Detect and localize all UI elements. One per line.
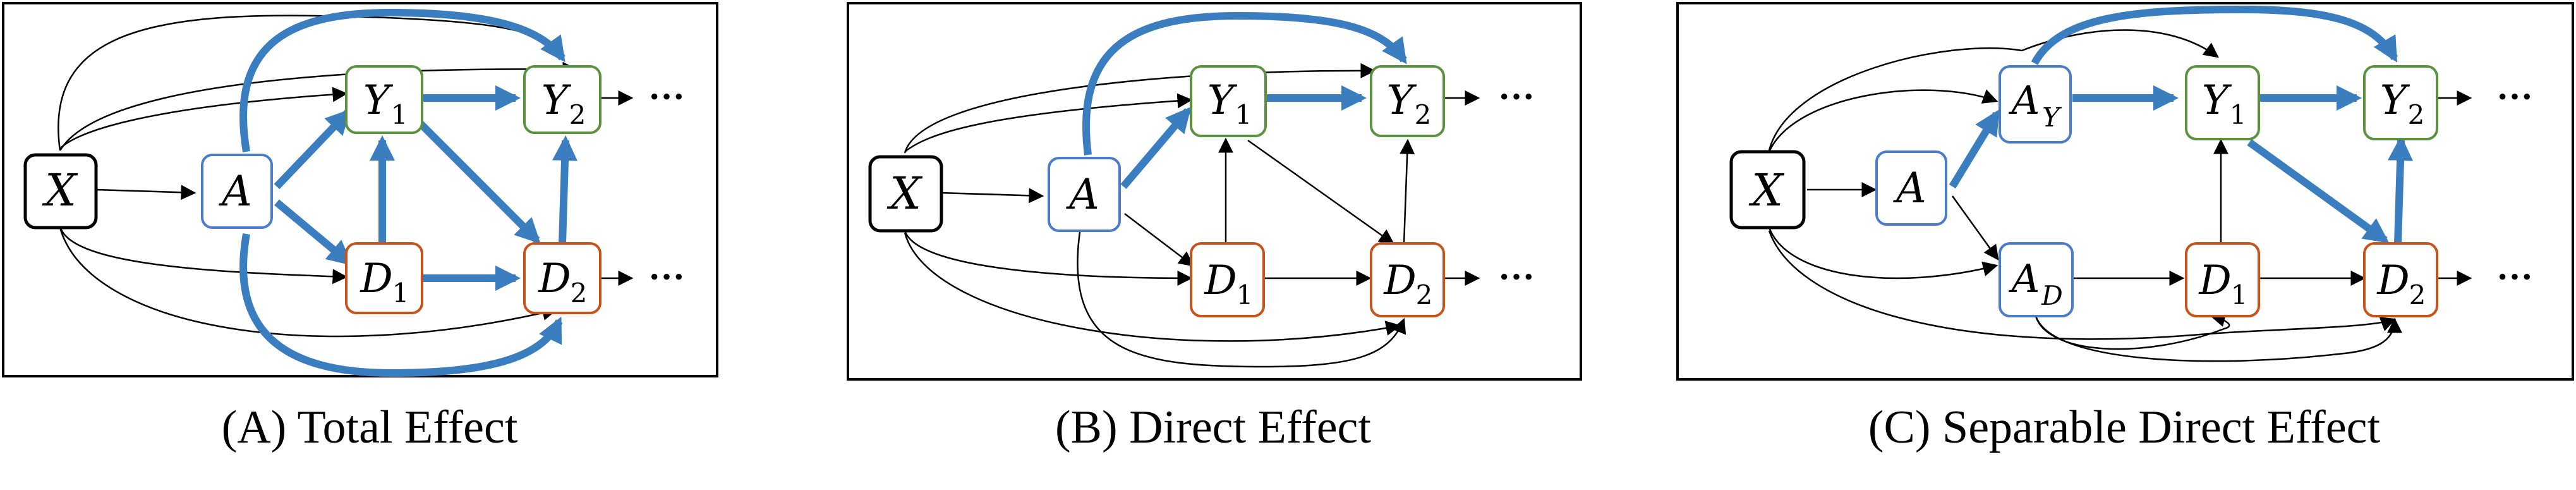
node-a-d-sub: D bbox=[2041, 280, 2063, 311]
node-y1: Y 1 bbox=[2185, 65, 2260, 140]
node-a: A bbox=[1048, 157, 1121, 232]
node-d2-sub: 2 bbox=[571, 278, 588, 309]
node-a-d-label: A bbox=[2009, 255, 2040, 302]
edges-thin bbox=[904, 63, 1480, 368]
caption-a: (A) Total Effect bbox=[222, 401, 518, 453]
panel-direct-effect: X A Y 1 Y 2 D 1 D 2 ··· ··· (B) Direct E… bbox=[847, 2, 1582, 453]
node-d1-label: D bbox=[1204, 257, 1237, 304]
node-d2-label: D bbox=[1383, 257, 1416, 304]
node-y2-label: Y bbox=[1387, 77, 1417, 124]
node-y1-sub: 1 bbox=[1235, 99, 1252, 130]
caption-c: (C) Separable Direct Effect bbox=[1868, 401, 2381, 453]
continuation-d: ··· bbox=[1498, 256, 1535, 297]
panel-frame bbox=[847, 2, 1582, 381]
node-d2-label: D bbox=[538, 255, 571, 302]
node-y1: Y 1 bbox=[345, 65, 423, 134]
node-d2-sub: 2 bbox=[2409, 279, 2426, 310]
node-y2: Y 2 bbox=[1370, 65, 1445, 137]
node-y2-sub: 2 bbox=[569, 99, 586, 130]
node-d1: D 1 bbox=[1190, 242, 1265, 317]
node-a: A bbox=[1875, 150, 1947, 226]
panel-frame bbox=[2, 2, 718, 377]
node-d2: D 2 bbox=[2363, 242, 2438, 317]
node-d1-sub: 1 bbox=[1237, 279, 1254, 310]
node-d1-label: D bbox=[2198, 257, 2231, 304]
edges-thin bbox=[57, 15, 634, 338]
node-d1-sub: 1 bbox=[392, 278, 409, 309]
node-y1-sub: 1 bbox=[391, 99, 408, 130]
panel-separable-direct-effect: X A A Y A D Y 1 Y 2 D 1 bbox=[1676, 2, 2574, 453]
node-x: X bbox=[23, 153, 98, 230]
node-a-label: A bbox=[1892, 164, 1926, 212]
node-d2: D 2 bbox=[523, 242, 602, 314]
node-y1-label: Y bbox=[363, 77, 394, 124]
caption-b: (B) Direct Effect bbox=[1055, 401, 1371, 453]
node-d2: D 2 bbox=[1370, 242, 1445, 317]
panel-total-effect: X A Y 1 Y 2 D 1 D 2 ··· ··· (A) Total Ef… bbox=[2, 2, 718, 453]
node-y2-label: Y bbox=[541, 77, 572, 124]
node-y2-sub: 2 bbox=[1415, 99, 1432, 130]
node-a-y: A Y bbox=[1999, 65, 2072, 144]
node-y2: Y 2 bbox=[523, 65, 602, 134]
continuation-y: ··· bbox=[2496, 76, 2533, 117]
node-y2-sub: 2 bbox=[2408, 99, 2425, 130]
node-a-d: A D bbox=[1999, 242, 2074, 317]
edges-thin bbox=[1768, 29, 2472, 362]
node-x: X bbox=[868, 155, 943, 233]
node-x-label: X bbox=[886, 168, 923, 219]
node-x-label: X bbox=[1748, 164, 1785, 216]
node-x-label: X bbox=[42, 164, 78, 216]
node-x: X bbox=[1729, 150, 1806, 230]
node-y1-sub: 1 bbox=[2230, 99, 2247, 130]
continuation-d: ··· bbox=[648, 256, 685, 297]
node-d1: D 1 bbox=[345, 242, 423, 314]
node-d1: D 1 bbox=[2185, 242, 2260, 317]
node-a: A bbox=[201, 154, 273, 229]
node-y1-label: Y bbox=[2202, 77, 2232, 124]
edges-highlight bbox=[1082, 11, 1407, 189]
node-d1-sub: 1 bbox=[2231, 279, 2248, 310]
panel-frame bbox=[1676, 2, 2574, 381]
continuation-y: ··· bbox=[648, 76, 685, 117]
continuation-d: ··· bbox=[2496, 256, 2533, 297]
node-y1-label: Y bbox=[1207, 77, 1238, 124]
edges-highlight bbox=[239, 8, 578, 377]
node-d2-label: D bbox=[2376, 257, 2409, 304]
node-a-y-sub: Y bbox=[2042, 102, 2062, 133]
node-a-label: A bbox=[1065, 170, 1099, 219]
node-d2-sub: 2 bbox=[1416, 279, 1433, 310]
node-a-label: A bbox=[218, 167, 252, 216]
edges-highlight bbox=[1949, 5, 2414, 244]
node-y2: Y 2 bbox=[2363, 65, 2438, 140]
node-y2-label: Y bbox=[2380, 77, 2410, 124]
node-y1: Y 1 bbox=[1190, 65, 1267, 137]
node-a-y-label: A bbox=[2009, 77, 2040, 123]
continuation-y: ··· bbox=[1498, 76, 1535, 117]
node-d1-label: D bbox=[360, 255, 392, 302]
